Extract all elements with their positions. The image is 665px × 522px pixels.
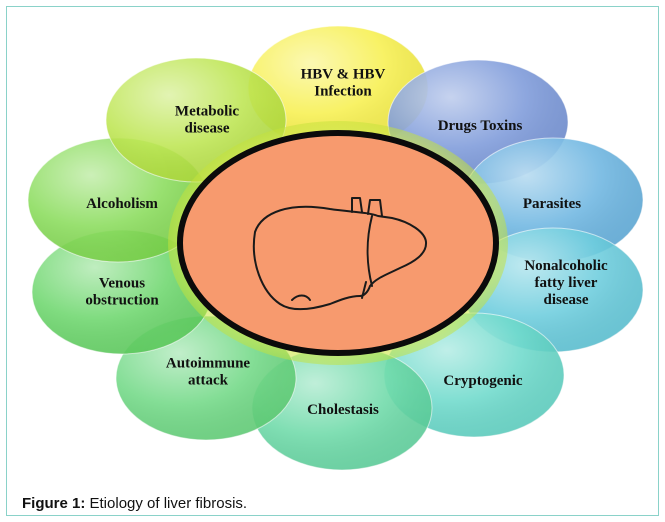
petal-label-cholestasis: Cholestasis (307, 402, 379, 418)
petal-label-line: attack (188, 373, 229, 389)
petal-label-line: Cryptogenic (443, 373, 522, 389)
petal-label-line: Alcoholism (86, 196, 158, 212)
caption-label: Figure 1: (22, 495, 85, 512)
petal-label-line: disease (185, 121, 230, 137)
petal-label-line: Nonalcoholic (524, 258, 608, 274)
petal-label-line: disease (544, 292, 589, 308)
petal-label-line: Venous (99, 276, 145, 292)
petal-label-cryptogenic: Cryptogenic (443, 373, 522, 389)
figure-caption: Figure 1: Etiology of liver fibrosis. (22, 495, 247, 512)
center-ellipse (180, 133, 496, 353)
petal-label-line: HBV & HBV (301, 67, 386, 83)
petal-label-parasites: Parasites (523, 196, 581, 212)
petal-label-line: Parasites (523, 196, 581, 212)
petal-label-line: Autoimmune (166, 356, 251, 372)
petal-label-line: Drugs Toxins (438, 118, 523, 134)
petal-label-line: fatty liver (535, 275, 598, 291)
petal-label-alcoholism: Alcoholism (86, 196, 158, 212)
petal-label-drugs: Drugs Toxins (438, 118, 523, 134)
petal-label-line: Cholestasis (307, 402, 379, 418)
caption-text: Etiology of liver fibrosis. (85, 495, 247, 512)
petal-label-line: Metabolic (175, 104, 239, 120)
petal-label-line: Infection (314, 84, 372, 100)
petal-label-line: obstruction (85, 293, 159, 309)
